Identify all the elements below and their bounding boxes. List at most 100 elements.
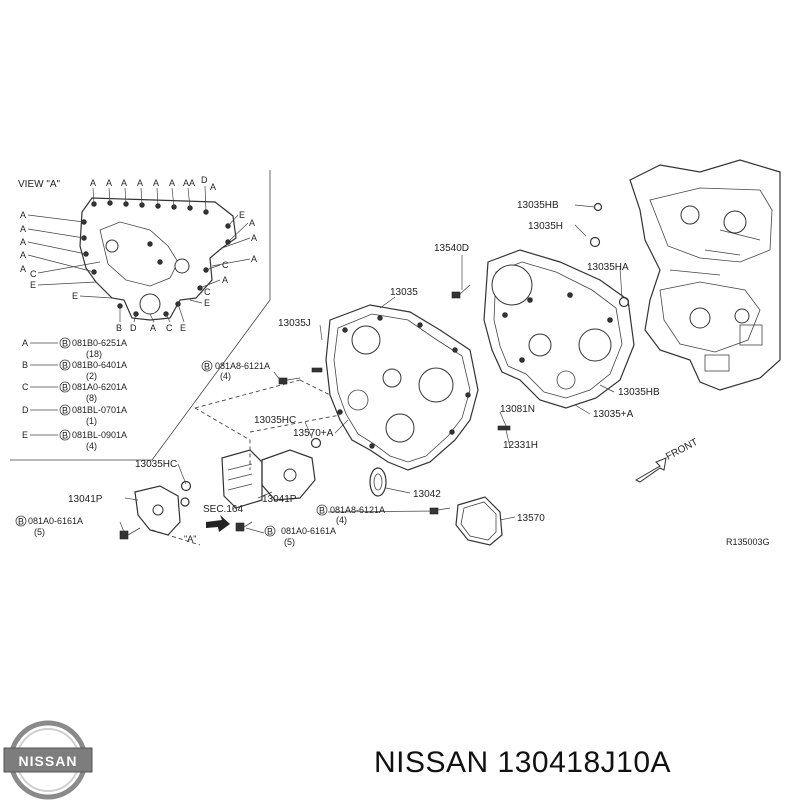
gasket [455,496,503,546]
legend-key: E [22,430,28,440]
dowel-pin [311,367,323,373]
part-label: (5) [34,527,45,537]
part-label: (4) [336,515,347,525]
legend-row: A B 081B0-6251A (18) [22,337,127,359]
view-top-letter: AA [183,178,195,188]
part-label: 13570+A [293,428,334,439]
view-a-bolt-dots [81,200,231,317]
part-label: 13035 [390,287,418,298]
view-top-letter: D [201,175,208,185]
o-ring [593,202,603,212]
front-timing-cover [325,304,479,471]
legend-key: C [22,382,29,392]
view-top-letter: A [106,178,112,188]
legend-qty: (4) [86,441,97,451]
o-ring [310,437,322,449]
part-label: 13081N [500,404,535,415]
part-label: 13035HB [618,387,660,398]
view-left-letter: A [20,264,26,274]
rear-timing-cover [483,249,635,409]
part-label: 13035HB [517,200,559,211]
view-bottom-letter: B [116,323,122,333]
oil-seal [369,467,387,497]
view-left-letter: A [20,210,26,220]
legend-key: A [22,338,28,348]
bolt-b-icon: B [267,527,273,537]
bolt-b-icon: B [319,506,325,516]
legend-qty: (8) [86,393,97,403]
view-right-letter: A [249,218,255,228]
view-right-letter: C [204,287,211,297]
legend-code: 081B0-6401A [72,360,127,370]
legend-code: 081A0-6201A [72,382,127,392]
view-left-letter: A [20,250,26,260]
part-label: 13035J [278,318,311,329]
module-box [221,449,263,509]
part-label: 081A0-6161A [281,526,336,536]
part-label: "A" [184,534,196,544]
part-label: 13540D [434,243,469,254]
view-left-letter: C [30,269,37,279]
part-label: 081A8-6121A [215,361,270,371]
view-right-letter: C [222,260,229,270]
bolt-legend: A B 081B0-6251A (18) B B 081B0-6401A (2)… [22,337,127,451]
bolt-b-icon: B [62,339,68,349]
view-right-letter: A [251,254,257,264]
reference-code: R135003G [726,537,770,547]
part-label: 081A0-6161A [28,516,83,526]
o-ring [618,296,630,308]
bolt-b-icon: B [62,383,68,393]
part-label: 13035HC [254,415,296,426]
legend-code: 081BL-0701A [72,405,127,415]
o-ring [589,236,601,248]
front-arrow-icon [634,457,667,483]
bolt-b-icon: B [62,406,68,416]
part-label: 081A8-6121A [330,505,385,515]
part-label: 13042 [413,489,441,500]
legend-qty: (1) [86,416,97,426]
bolt-icon [451,284,471,299]
view-bottom-letter: C [166,323,173,333]
bolt-b-icon: B [204,362,210,372]
bolt-icon [235,521,253,532]
bolt-b-icon: B [18,517,24,527]
part-label: 13570 [517,513,545,524]
part-label: 13035+A [593,409,634,420]
view-top-letter: A [121,178,127,188]
legend-row: B B 081B0-6401A (2) [22,359,127,381]
bolt-b-icon: B [62,431,68,441]
view-left-letter: A [20,224,26,234]
part-label: 13035HC [135,459,177,470]
legend-qty: (18) [86,349,102,359]
view-a-label: VIEW "A" [18,179,61,190]
view-top-letter: A [169,178,175,188]
logo-text: NISSAN [19,753,78,769]
view-left-letter: E [72,291,78,301]
view-top-letter: A [153,178,159,188]
legend-code: 081B0-6251A [72,338,127,348]
part-label: (5) [284,537,295,547]
part-label: 13035HA [587,262,629,273]
view-left-letter: A [20,237,26,247]
bolt-b-icon: B [62,361,68,371]
view-right-letter: A [251,233,257,243]
legend-key: D [22,405,29,415]
view-top-letter: A [210,182,216,192]
engine-block [629,159,781,391]
view-bottom-letter: E [180,323,186,333]
front-direction-indicator: FRONT [634,437,700,483]
dowel-pin [497,425,511,431]
o-ring [180,480,192,492]
legend-row: E B 081BL-0901A (4) [22,429,127,451]
arrow-icon [206,515,230,532]
view-bottom-letter: D [130,323,137,333]
nissan-logo: NISSAN [3,720,93,800]
view-left-letter: E [30,280,36,290]
part-number-title: NISSAN 130418J10A [374,746,671,779]
view-a-inset: VIEW "A" A A A A A A AA D A A A A A A C … [10,170,271,461]
legend-row: C B 081A0-6201A (8) [22,381,127,403]
front-label: FRONT [664,437,700,463]
cover-plate-mid [261,449,316,501]
bolt-icon [278,377,301,385]
